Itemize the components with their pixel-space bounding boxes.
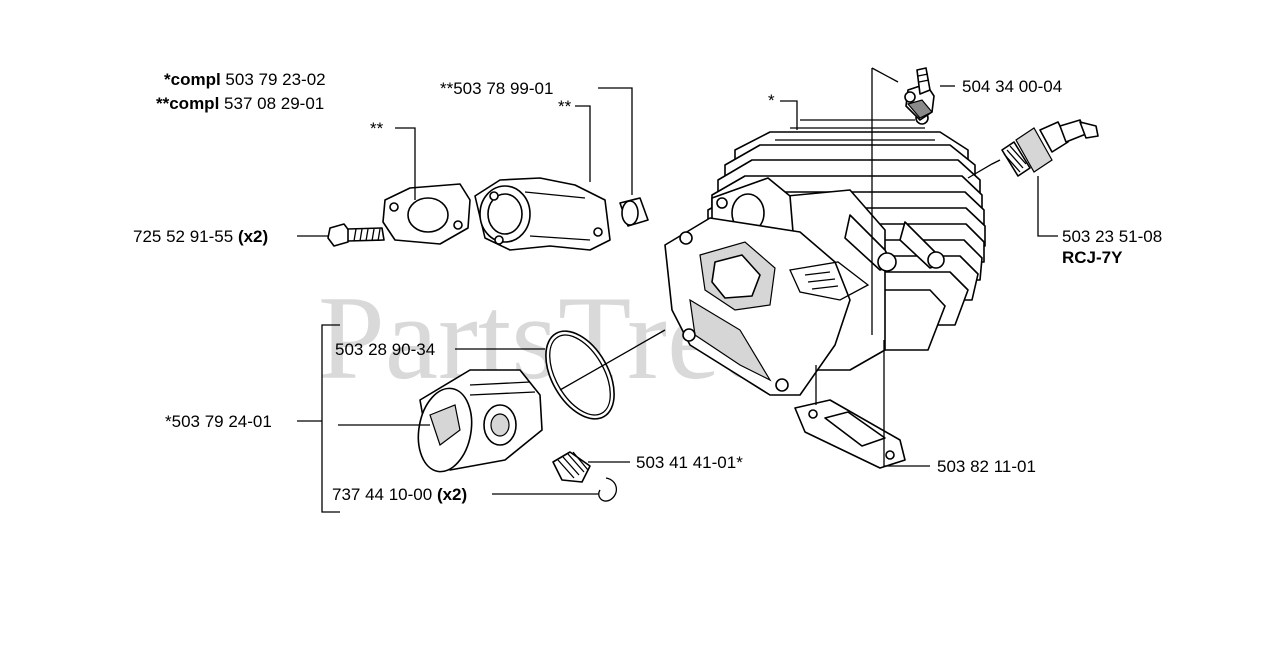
sleeve-drawing[interactable] <box>619 197 649 227</box>
intake-marker: ** <box>558 97 572 116</box>
base-gasket-label[interactable]: 503 82 11-01 <box>937 457 1036 476</box>
decomp-valve-label[interactable]: 504 34 00-04 <box>962 77 1062 96</box>
circlip-label[interactable]: 737 44 10-00 (x2) <box>332 485 467 504</box>
part-labels: *compl 503 79 23-02 **compl 537 08 29-01… <box>133 70 1162 504</box>
bearing-label[interactable]: 503 41 41-01* <box>636 453 743 472</box>
intake-number-label[interactable]: **503 78 99-01 <box>440 79 553 98</box>
circlip-drawing[interactable] <box>598 477 617 502</box>
piston-ring-drawing[interactable] <box>532 319 628 430</box>
intake-adapter-drawing[interactable] <box>474 177 611 251</box>
spark-plug-label[interactable]: 503 23 51-08 <box>1062 227 1162 246</box>
compl2-label: **compl 537 08 29-01 <box>156 94 324 113</box>
piston-label[interactable]: *503 79 24-01 <box>165 412 272 431</box>
base-gasket-drawing[interactable] <box>794 399 906 469</box>
spark-plug-drawing[interactable] <box>967 119 1099 179</box>
spark-plug-model: RCJ-7Y <box>1062 248 1123 267</box>
compl1-label: *compl 503 79 23-02 <box>164 70 326 89</box>
ring-label[interactable]: 503 28 90-34 <box>335 340 435 359</box>
piston-drawing[interactable] <box>412 369 543 476</box>
screw-label[interactable]: 725 52 91-55 (x2) <box>133 227 268 246</box>
cylinder-drawing[interactable] <box>664 111 986 396</box>
cylinder-marker: * <box>768 91 775 110</box>
gasket-marker: ** <box>370 119 384 138</box>
intake-gasket-drawing[interactable] <box>382 183 471 245</box>
decompression-valve-drawing[interactable] <box>904 67 935 121</box>
needle-bearing-drawing[interactable] <box>552 451 591 483</box>
screw-drawing[interactable] <box>327 223 385 247</box>
leader-lines <box>297 67 1058 513</box>
